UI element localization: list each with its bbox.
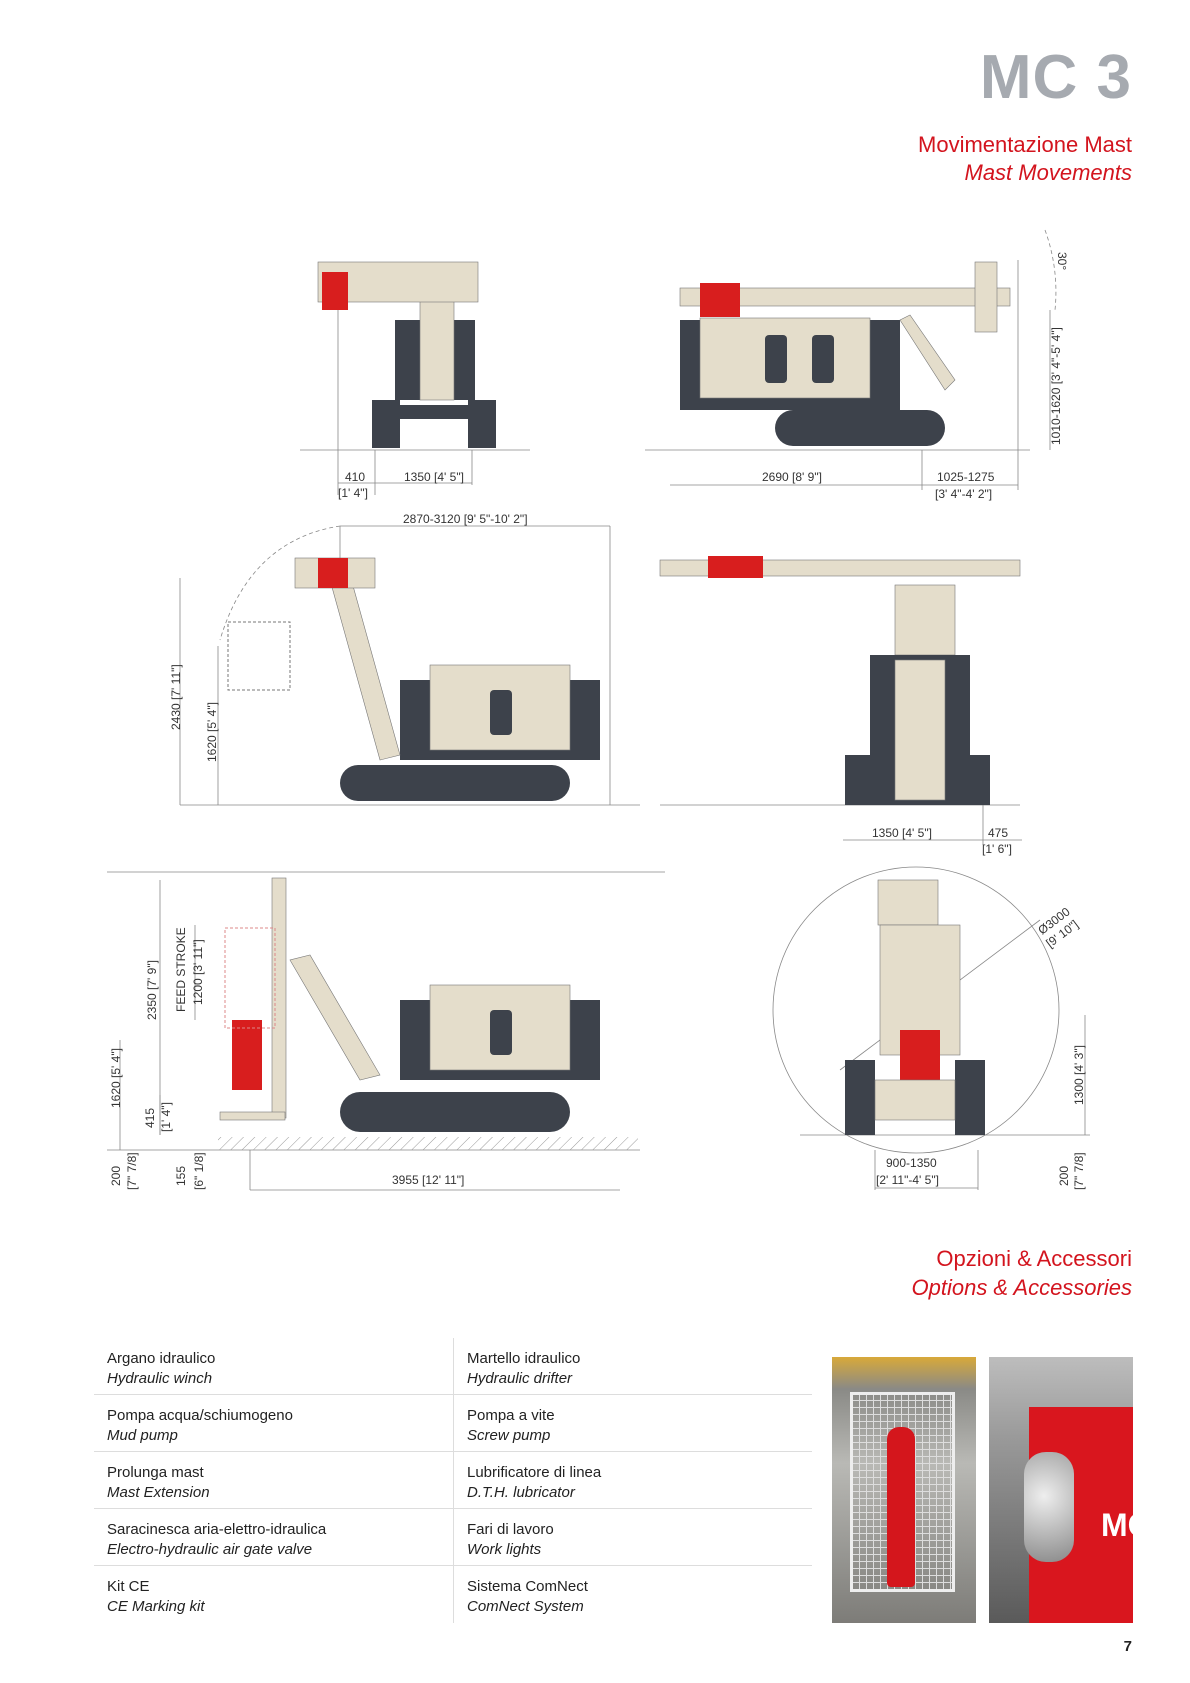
dim-label: 2350 [7' 9"] — [145, 960, 159, 1020]
dim-label: 30° — [1055, 252, 1069, 270]
side-view-machine — [679, 261, 1011, 446]
option-label-en: D.T.H. lubricator — [467, 1484, 575, 1501]
dimension-lines — [107, 229, 1090, 1191]
dim-label: 200 — [109, 1166, 123, 1186]
dim-label: 2430 [7' 11"] — [169, 664, 183, 730]
option-label-it: Pompa a vite — [467, 1407, 555, 1424]
option-label-it: Kit CE — [107, 1578, 150, 1595]
dim-label: 1620 [5' 4"] — [109, 1048, 123, 1108]
dim-label: 200 — [1057, 1166, 1071, 1186]
page-number: 7 — [1123, 1638, 1132, 1655]
option-label-it: Sistema ComNect — [467, 1578, 588, 1595]
dim-label: 1300 [4' 3"] — [1072, 1045, 1086, 1105]
model-title: MC 3 — [979, 43, 1132, 112]
dim-label: 155 — [174, 1166, 188, 1186]
dim-label: 1010-1620 [3' 4"-5' 4"] — [1049, 327, 1063, 445]
option-label-en: Hydraulic drifter — [467, 1370, 573, 1387]
option-label-en: Screw pump — [467, 1427, 551, 1444]
dim-label: 1350 [4' 5"] — [404, 470, 464, 484]
option-item: Kit CE CE Marking kit — [94, 1566, 453, 1623]
option-label-it: Argano idraulico — [107, 1350, 216, 1367]
dim-label: [6" 1/8] — [192, 1152, 206, 1190]
photo-lubricator: MC — [989, 1357, 1133, 1623]
option-label-it: Prolunga mast — [107, 1464, 204, 1481]
front-view-machine — [317, 261, 496, 448]
dim-label: [1' 4"] — [159, 1102, 173, 1132]
options-title-en: Options & Accessories — [911, 1275, 1133, 1300]
section-title-it: Movimentazione Mast — [918, 132, 1132, 157]
photo-mast-extension — [832, 1357, 976, 1623]
dim-label: [7" 7/8] — [125, 1152, 139, 1190]
dim-label: [7" 7/8] — [1072, 1152, 1086, 1190]
section-title-en: Mast Movements — [964, 160, 1133, 185]
option-label-en: Hydraulic winch — [107, 1370, 213, 1387]
dim-label: [1' 4"] — [338, 486, 368, 500]
option-label-en: Mast Extension — [107, 1484, 210, 1501]
dim-label: 475 — [988, 826, 1008, 840]
mast-raised-machine — [227, 557, 600, 801]
dim-label: 1200 [3' 11"] — [191, 939, 205, 1005]
option-label-en: Mud pump — [107, 1427, 178, 1444]
dim-label: 2870-3120 [9' 5"-10' 2"] — [403, 512, 528, 526]
option-label-en: Work lights — [467, 1541, 542, 1558]
dim-label: 410 — [345, 470, 365, 484]
dim-label: FEED STROKE — [174, 927, 188, 1012]
dim-label: 415 — [143, 1108, 157, 1128]
dim-label: [3' 4"-4' 2"] — [935, 487, 992, 501]
dim-label: 2690 [8' 9"] — [762, 470, 822, 484]
option-label-it: Lubrificatore di linea — [467, 1464, 602, 1481]
options-title-it: Opzioni & Accessori — [936, 1246, 1132, 1271]
rear-view-machine — [659, 556, 1021, 805]
circle-view-machine — [845, 879, 985, 1135]
option-label-en: ComNect System — [467, 1598, 584, 1615]
option-label-it: Martello idraulico — [467, 1350, 581, 1367]
option-label-it: Saracinesca aria-elettro-idraulica — [107, 1521, 327, 1538]
dim-label: [1' 6"] — [982, 842, 1012, 856]
option-label-en: Electro-hydraulic air gate valve — [107, 1541, 313, 1558]
option-label-en: CE Marking kit — [107, 1598, 205, 1615]
dim-label: 900-1350 — [886, 1156, 937, 1170]
dim-label: 3955 [12' 11"] — [392, 1173, 464, 1187]
dim-label: 1350 [4' 5"] — [872, 826, 932, 840]
option-label-it: Fari di lavoro — [467, 1521, 554, 1538]
photo-brand-text: MC — [1101, 1507, 1133, 1543]
dim-label: 1620 [5' 4"] — [205, 702, 219, 762]
working-position-machine — [219, 877, 600, 1132]
ground-hatch — [218, 1137, 638, 1150]
option-label-it: Pompa acqua/schiumogeno — [107, 1407, 293, 1424]
dim-label: [2' 11"-4' 5"] — [876, 1173, 939, 1187]
dim-label: 1025-1275 — [937, 470, 995, 484]
